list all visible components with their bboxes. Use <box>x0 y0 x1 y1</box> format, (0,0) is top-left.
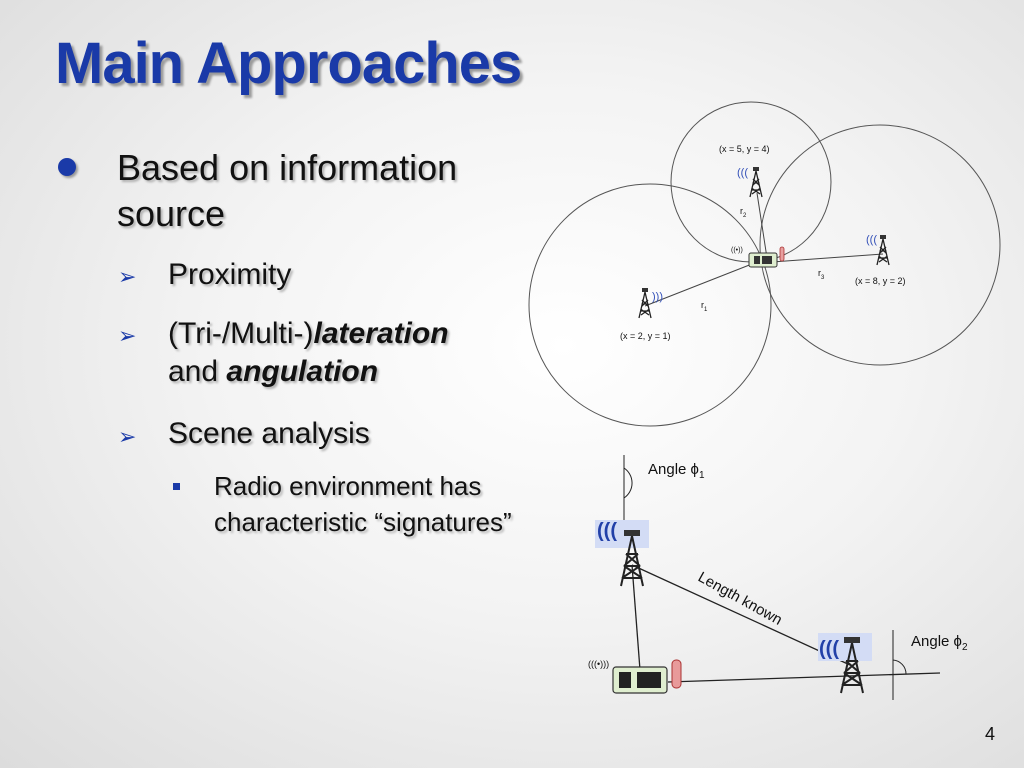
bullet-proximity: Proximity <box>168 258 292 291</box>
tower-1-coordinate: (x = 2, y = 1) <box>620 331 671 341</box>
page-number: 4 <box>985 724 996 744</box>
svg-text:(((: ((( <box>819 638 839 660</box>
bullet-radio-environment: Radio environment has characteristic “si… <box>214 471 512 537</box>
tower-2-coordinate: (x = 5, y = 4) <box>719 144 770 154</box>
lateration-and: and <box>168 355 227 388</box>
tower-3-icon <box>876 234 890 266</box>
trilateration-diagram: ))) ((( ((( ((•)) (x = 2, y = 1) (x = 5,… <box>528 101 1001 427</box>
arrow-bullet-icon: ➢ <box>118 264 137 289</box>
arrow-bullet-icon: ➢ <box>118 424 137 449</box>
angle-1-label: Angle ϕ1 <box>648 461 705 481</box>
svg-text:((•)): ((•)) <box>731 247 743 254</box>
bullet-lateration: (Tri-/Multi-)lateration and angulation <box>168 315 548 391</box>
r1-label: r1 <box>701 300 708 313</box>
slide-title: Main Approaches <box>55 31 522 96</box>
mobile-device-icon: (((•))) <box>588 659 682 694</box>
lateration-prefix: (Tri-/Multi-) <box>168 317 314 350</box>
svg-text:(((•))): (((•))) <box>588 659 609 669</box>
mobile-device-icon: ((•)) <box>731 246 785 268</box>
angle-2-label: Angle ϕ2 <box>911 633 968 653</box>
range-circle-1 <box>528 183 772 427</box>
tower-1-icon <box>638 287 652 319</box>
square-bullet-icon <box>173 483 180 490</box>
tower-3-coordinate: (x = 8, y = 2) <box>855 276 906 286</box>
r2-label: r2 <box>740 206 747 219</box>
tower-2-icon <box>749 166 763 198</box>
bullet-scene-analysis: Scene analysis <box>168 417 370 450</box>
lateration-emphasis: lateration <box>313 317 449 350</box>
svg-text:(((: ((( <box>597 520 617 542</box>
bullet-list: Based on information source ➢ Proximity … <box>0 0 560 600</box>
svg-text:(((: ((( <box>866 234 877 246</box>
arrow-bullet-icon: ➢ <box>118 323 137 348</box>
r3-label: r3 <box>818 268 825 281</box>
svg-text:))): ))) <box>652 291 663 303</box>
svg-text:(((: ((( <box>737 167 748 179</box>
length-known-label: Length known <box>695 569 785 629</box>
bullet-dot-icon <box>58 158 76 176</box>
range-circle-3 <box>759 124 1001 366</box>
angulation-diagram: ((( ((( (((•))) Angle ϕ1 Angle ϕ2 Length… <box>588 455 968 700</box>
bullet-level1: Based on information source <box>117 147 458 234</box>
angulation-emphasis: angulation <box>226 355 379 388</box>
